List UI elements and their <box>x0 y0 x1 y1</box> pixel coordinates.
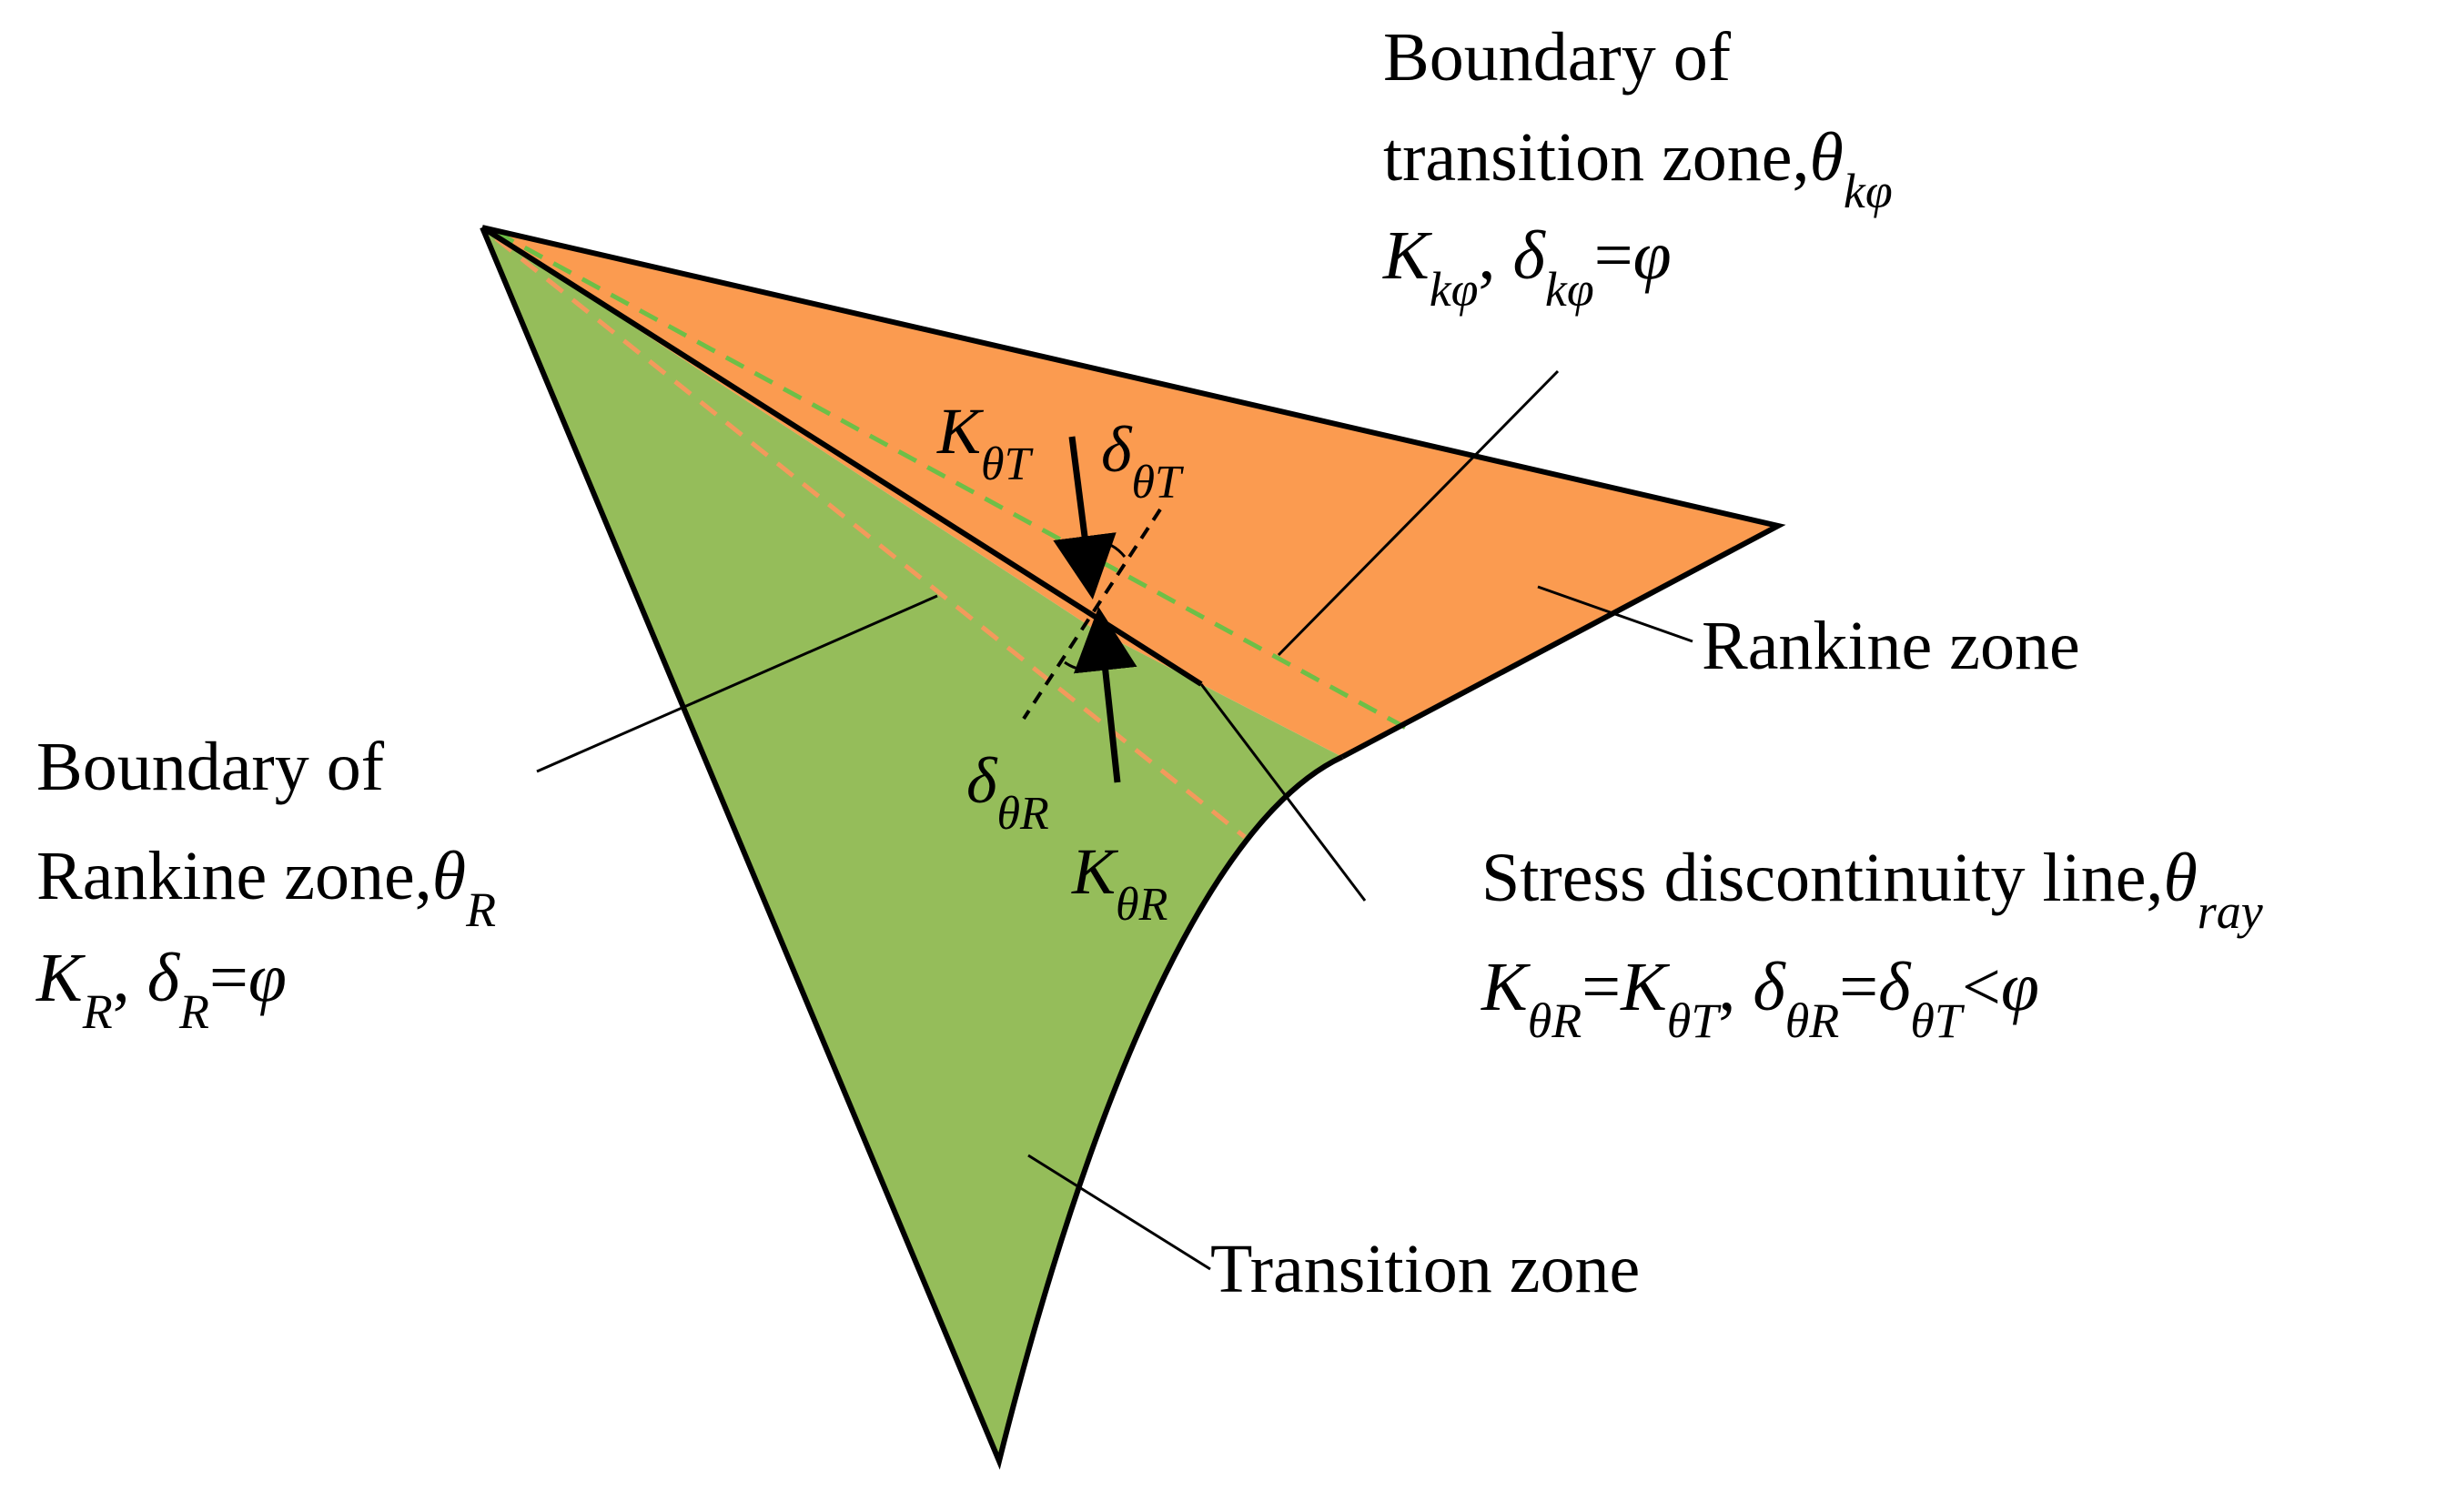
rankine-boundary-line3: KR, δR=φ <box>35 940 287 1039</box>
k-theta-r-label: KθR <box>1071 835 1167 931</box>
rankine-boundary-dashed-line <box>494 237 1247 839</box>
delta-theta-r-label: δθR <box>966 744 1049 840</box>
leader-trans-boundary <box>1277 369 1560 657</box>
leader-transition-zone <box>1027 1154 1211 1271</box>
transition-boundary-dashed-line <box>494 229 1408 731</box>
leader-rankine-boundary <box>536 594 938 773</box>
trans-boundary-line3: Kkφ, δkφ=φ <box>1382 217 1672 317</box>
discontinuity-line2: KθR=KθT, δθR=δθT<φ <box>1481 949 2039 1048</box>
rankine-boundary-line2: Rankine zone,θR <box>36 838 496 937</box>
delta-theta-t-arc <box>1085 540 1127 558</box>
leader-rankine-zone <box>1537 585 1693 643</box>
delta-theta-r-arc <box>1064 660 1104 671</box>
transition-zone-region <box>482 227 1342 1461</box>
k-theta-t-label: KθT <box>936 395 1034 490</box>
trans-boundary-line2: transition zone,θkφ <box>1383 119 1893 218</box>
rankine-zone-label: Rankine zone <box>1702 608 2080 684</box>
delta-theta-t-label: δθT <box>1101 413 1184 509</box>
transition-zone-label: Transition zone <box>1210 1231 1640 1307</box>
k-theta-t-arrow <box>1053 436 1117 600</box>
discontinuity-extension-line <box>1199 683 1367 902</box>
k-theta-r-arrow <box>1073 607 1137 783</box>
trans-boundary-line1: Boundary of <box>1383 19 1732 96</box>
rankine-zone-region <box>482 227 1778 757</box>
top-edge-outline <box>481 225 1786 760</box>
normal-dashed-line <box>1022 508 1162 721</box>
transition-curve-outline <box>480 226 1344 1470</box>
rankine-boundary-line1: Boundary of <box>36 729 385 805</box>
discontinuity-line1: Stress discontinuity line,θray <box>1481 840 2263 939</box>
